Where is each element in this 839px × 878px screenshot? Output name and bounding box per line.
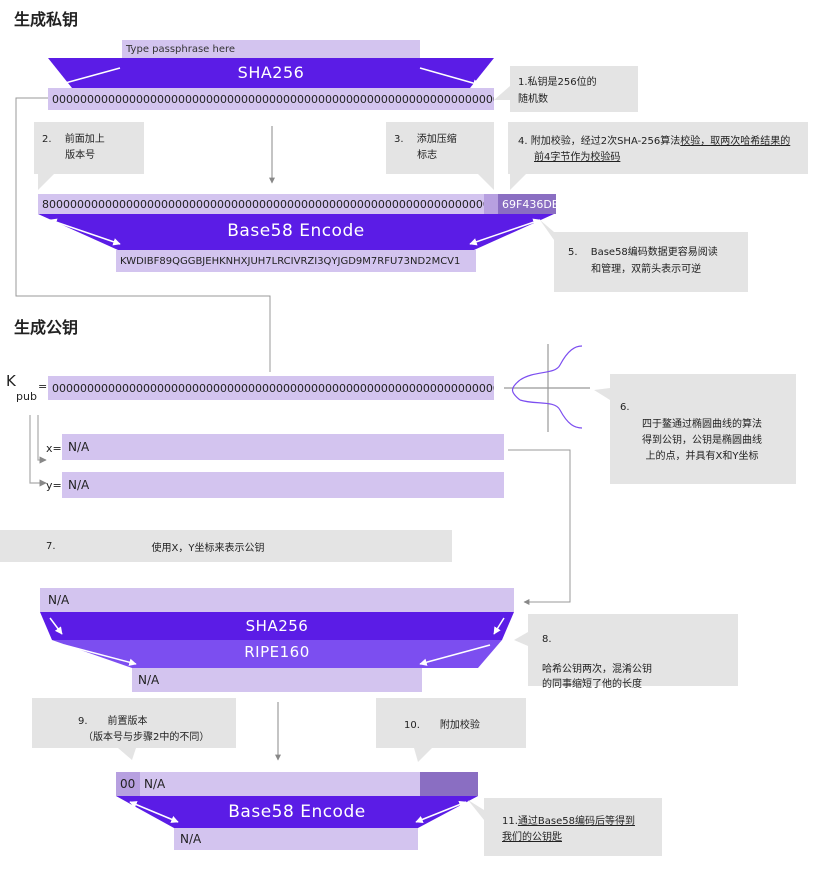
ripe160-band [52,640,502,668]
checksum-field: 69F436DE [498,194,556,214]
pub-subscript: pub [16,390,37,403]
base58-band-2 [116,796,478,828]
note-10: 10. 附加校验 [376,698,526,748]
y-field: N/A [62,472,504,498]
ripe160-label: RIPE160 [244,643,310,661]
x-field: N/A [62,434,504,460]
note-11: 11.通过Base58编码后等得到 我们的公钥匙 [484,798,662,856]
note-11-num: 11. [502,816,518,827]
ripe-output-field: N/A [132,668,422,692]
version-field: 00 [116,772,140,796]
checksum-field-2 [420,772,478,796]
note-2: 2. 前面加上 版本号 [34,122,144,174]
elliptic-curve-icon [504,344,590,432]
passphrase-input[interactable]: Type passphrase here [122,40,420,58]
note-5: 5. Base58编码数据更容易阅读 和管理，双箭头表示可逆 [554,232,748,292]
note-8: 8. 哈希公钥两次，混淆公钥 的同事缩短了他的长度 [528,614,738,690]
base58-encode-label-1: Base58 Encode [227,221,365,241]
note-7-text: 使用X，Y坐标来表示公钥 [151,542,265,554]
note-4-prefix: 4. 附加校验，经过2次SHA-256算法 [518,136,681,147]
public-key-field: 0000000000000000000000000000000000000000… [48,376,494,400]
section-title-public-key: 生成公钥 [14,318,79,337]
sha256-band-2 [40,612,514,640]
extended-key-field: 8000000000000000000000000000000000000000… [38,194,498,214]
note-6-num: 6. [620,402,630,413]
y-label: y= [46,479,62,492]
sha256-band-top [48,58,494,88]
note-7: 7. 使用X，Y坐标来表示公钥 [0,530,452,562]
base58-band-1 [38,214,554,250]
note-11-text[interactable]: 通过Base58编码后等得到 我们的公钥匙 [502,816,635,843]
x-label: x= [46,442,62,455]
note-3: 3. 添加压缩 标志 [386,122,494,174]
hash-input-field: N/A [40,588,514,612]
note-1: 1.私钥是256位的 随机数 [510,66,638,112]
private-key-field: 0000000000000000000000000000000000000000… [48,88,494,110]
note-7-num: 7. [46,540,56,552]
versioned-field: N/A [140,772,420,796]
compress-flag [484,194,498,214]
note-9: 9. 前置版本 （版本号与步骤2中的不同） [32,698,236,748]
section-title-private-key: 生成私钥 [14,10,79,29]
base58-encode-label-2: Base58 Encode [228,802,366,822]
wif-field: KWDIBF89QGGBJEHKNHXJUH7LRCIVRZI3QYJGD9M7… [116,250,476,272]
equals-sign: = [38,380,48,393]
note-4-link[interactable]: 校验，取两次哈希结果的 [680,136,791,147]
sha256-label-2: SHA256 [245,617,309,635]
note-6: 6. 四于鳌通过椭圆曲线的算法 得到公钥，公钥是椭圆曲线 上的点，并具有X和Y坐… [610,374,796,484]
sha256-label: SHA256 [237,62,305,82]
note-4: 4. 附加校验，经过2次SHA-256算法校验，取两次哈希结果的 前4字节作为校… [508,122,808,174]
note-6-text: 四于鳌通过椭圆曲线的算法 得到公钥，公钥是椭圆曲线 上的点，并具有X和Y坐标 [642,419,762,462]
note-4-line2[interactable]: 前4字节作为校验码 [534,152,621,163]
k-label: K [6,372,16,390]
address-field: N/A [174,828,418,850]
